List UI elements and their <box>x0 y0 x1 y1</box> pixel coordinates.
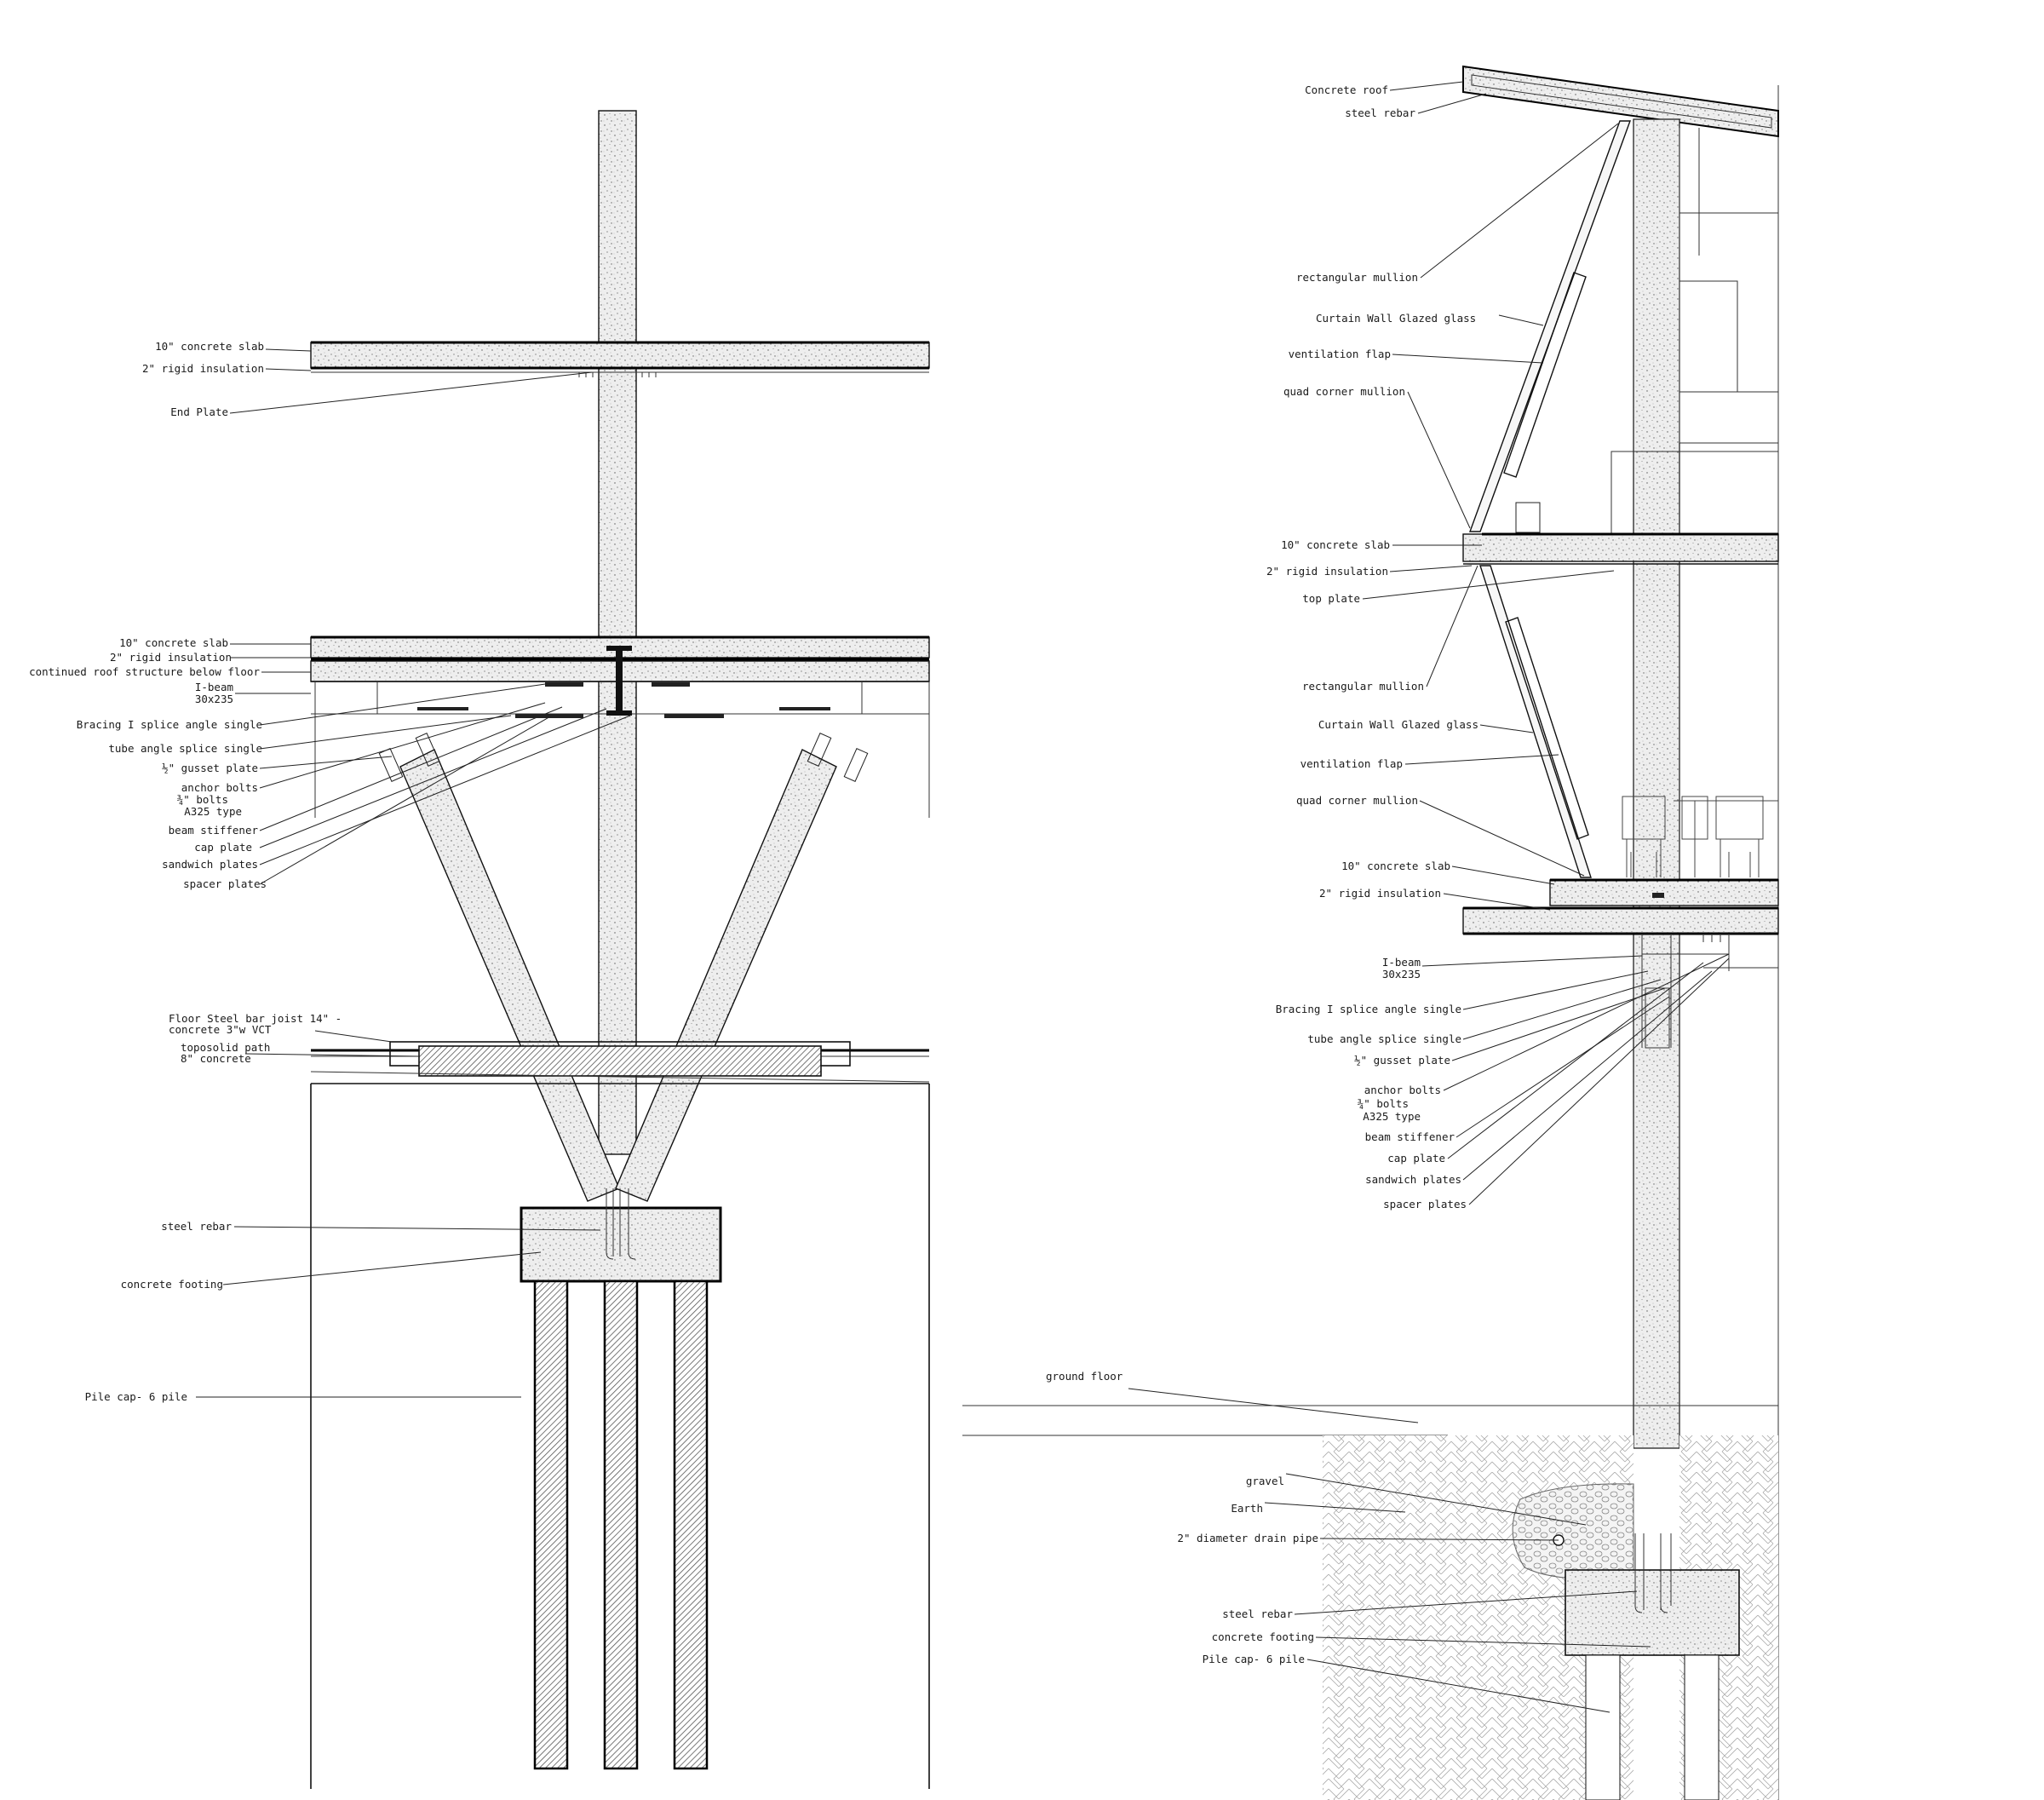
pile-3 <box>673 1280 709 1770</box>
label-left-8in-concrete: 8" concrete <box>181 1052 251 1065</box>
label-left-toposolid: toposolid path <box>181 1041 270 1054</box>
label-right-gravel: gravel <box>1246 1475 1284 1487</box>
label-right-insulation-lower: 2" rigid insulation <box>1319 887 1441 900</box>
lower-curtain-wall <box>1479 565 1592 878</box>
label-right-bracing-splice: Bracing I splice angle single <box>1276 1003 1461 1015</box>
label-right-vent-flap-lower: ventilation flap <box>1300 757 1403 770</box>
label-right-beam-stiffener: beam stiffener <box>1365 1130 1455 1143</box>
label-right-slab-lower: 10" concrete slab <box>1341 860 1450 872</box>
label-right-concrete-footing: concrete footing <box>1212 1630 1314 1643</box>
left-leaders <box>196 348 631 1398</box>
label-left-cap-plate: cap plate <box>194 841 252 854</box>
label-right-earth: Earth <box>1231 1502 1263 1515</box>
label-right-anchor-bolts: anchor bolts <box>1364 1084 1441 1096</box>
pile-2 <box>603 1280 639 1770</box>
label-left-insulation-mid: 2" rigid insulation <box>110 651 232 664</box>
label-left-ibeam: I-beam <box>195 681 233 693</box>
label-right-ground-floor: ground floor <box>1046 1370 1123 1383</box>
label-left-end-plate: End Plate <box>170 405 228 418</box>
label-right-concrete-roof: Concrete roof <box>1305 83 1388 96</box>
label-right-spacer-plates: spacer plates <box>1383 1198 1467 1211</box>
label-left-ibeam-size: 30x235 <box>195 693 233 705</box>
label-right-curtain-wall-upper: Curtain Wall Glazed glass <box>1316 312 1476 325</box>
upper-slab <box>310 342 930 369</box>
label-right-bolts-size: ¾" bolts <box>1358 1097 1409 1110</box>
label-right-gusset-plate: ½" gusset plate <box>1354 1054 1450 1067</box>
label-left-beam-stiffener: beam stiffener <box>169 824 259 837</box>
concrete-roof <box>1462 65 1779 138</box>
label-left-bolt-type: A325 type <box>184 805 242 818</box>
label-right-quad-mullion-upper: quad corner mullion <box>1283 385 1405 398</box>
label-right-bolt-type: A325 type <box>1363 1110 1421 1123</box>
label-left-slab-top: 10" concrete slab <box>155 340 264 353</box>
label-left-anchor-bolts: anchor bolts <box>181 781 258 794</box>
label-right-steel-rebar-roof: steel rebar <box>1345 106 1415 119</box>
left-concrete-footing <box>520 1206 722 1283</box>
label-right-pile-cap: Pile cap- 6 pile <box>1203 1653 1305 1665</box>
label-left-concrete-footing: concrete footing <box>121 1278 223 1291</box>
label-right-sandwich-plates: sandwich plates <box>1365 1173 1461 1186</box>
label-right-tube-splice: tube angle splice single <box>1307 1032 1461 1045</box>
main-column <box>598 110 637 1155</box>
label-right-rect-mullion-upper: rectangular mullion <box>1296 271 1418 284</box>
label-left-roof-structure: continued roof structure below floor <box>29 665 260 678</box>
label-right-drain-pipe: 2" diameter drain pipe <box>1177 1532 1318 1544</box>
right-labels: Concrete roof steel rebar rectangular mu… <box>1046 83 1478 1665</box>
label-right-vent-flap-upper: ventilation flap <box>1289 348 1391 360</box>
label-right-curtain-wall-lower: Curtain Wall Glazed glass <box>1318 718 1478 731</box>
label-left-vct: concrete 3"w VCT <box>169 1023 272 1036</box>
label-left-tube-splice: tube angle splice single <box>108 742 262 755</box>
wall-column <box>1633 118 1680 1449</box>
label-left-bolts-size: ¾" bolts <box>177 793 228 806</box>
left-labels: 10" concrete slab 2" rigid insulation En… <box>29 340 342 1403</box>
label-right-slab-upper: 10" concrete slab <box>1281 538 1390 551</box>
upper-curtain-wall <box>1468 120 1632 532</box>
label-left-bracing-splice: Bracing I splice angle single <box>77 718 262 731</box>
right-brace <box>615 749 837 1202</box>
label-left-insulation-top: 2" rigid insulation <box>142 362 264 375</box>
furniture <box>1622 796 1778 877</box>
left-brace <box>399 749 620 1202</box>
label-left-slab-mid: 10" concrete slab <box>119 636 228 649</box>
label-right-quad-mullion-lower: quad corner mullion <box>1296 794 1418 807</box>
label-left-sandwich-plates: sandwich plates <box>162 858 258 871</box>
bolt-rows <box>417 682 830 718</box>
left-structure <box>310 110 930 1789</box>
right-leaders <box>1128 81 1730 1713</box>
right-concrete-footing <box>1565 1569 1740 1656</box>
label-left-pile-cap: Pile cap- 6 pile <box>85 1390 187 1403</box>
label-right-ibeam: I-beam <box>1382 956 1421 969</box>
gravel <box>1512 1483 1634 1579</box>
right-slab-upper <box>1462 533 1779 562</box>
label-right-steel-rebar-footing: steel rebar <box>1222 1607 1293 1620</box>
pile-1 <box>533 1280 569 1770</box>
label-right-cap-plate: cap plate <box>1387 1152 1445 1165</box>
label-right-top-plate: top plate <box>1302 592 1360 605</box>
label-left-steel-rebar: steel rebar <box>161 1220 232 1233</box>
label-left-spacer-plates: spacer plates <box>183 877 267 890</box>
label-left-floor-joist: Floor Steel bar joist 14" - <box>169 1012 342 1025</box>
label-left-gusset-plate: ½" gusset plate <box>162 762 258 774</box>
i-beam-flange <box>606 646 632 651</box>
right-structure <box>962 65 1779 1800</box>
label-right-ibeam-size: 30x235 <box>1382 968 1421 981</box>
label-right-rect-mullion-lower: rectangular mullion <box>1302 680 1424 693</box>
label-right-insulation-upper: 2" rigid insulation <box>1266 565 1388 578</box>
